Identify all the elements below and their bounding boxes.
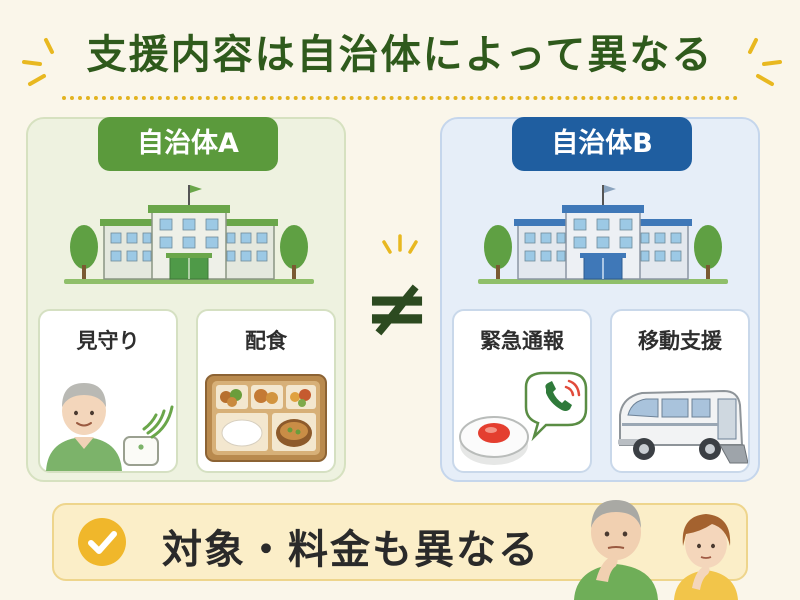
service-label: 配食 bbox=[245, 329, 287, 353]
thinking-people-icon bbox=[574, 500, 738, 600]
footer-note: 対象・料金も異なる bbox=[52, 503, 748, 581]
city-hall-blue-icon bbox=[478, 185, 728, 284]
sparkle-left-icon bbox=[22, 38, 54, 86]
service-card-emergency-call: 緊急通報 bbox=[452, 309, 592, 473]
meal-tray-icon bbox=[205, 374, 327, 462]
service-label: 見守り bbox=[76, 329, 140, 353]
title-underline bbox=[62, 96, 738, 100]
municipality-b-panel: 自治体B 緊急通報 bbox=[440, 117, 760, 482]
sparkle-right-icon bbox=[748, 38, 782, 86]
emergency-call-button-icon bbox=[459, 371, 588, 465]
not-equal-symbol: ≠ bbox=[363, 261, 431, 354]
service-label: 移動支援 bbox=[638, 329, 722, 353]
city-hall-green-icon bbox=[64, 185, 314, 284]
municipality-a-panel: 自治体A 見守り bbox=[26, 117, 346, 482]
municipality-b-label: 自治体B bbox=[512, 117, 692, 171]
municipality-a-label: 自治体A bbox=[98, 117, 278, 171]
check-circle-icon bbox=[78, 518, 126, 566]
service-card-meal-delivery: 配食 bbox=[196, 309, 336, 473]
service-card-mobility-support: 移動支援 bbox=[610, 309, 750, 473]
elderly-person-with-sensor-icon bbox=[46, 383, 174, 471]
sparkle-center-icon bbox=[382, 234, 418, 254]
page-title: 支援内容は自治体によって異なる bbox=[86, 32, 714, 78]
wheelchair-van-icon bbox=[618, 389, 748, 464]
footer-text: 対象・料金も異なる bbox=[162, 527, 540, 573]
service-card-watching: 見守り bbox=[38, 309, 178, 473]
service-label: 緊急通報 bbox=[480, 329, 564, 353]
